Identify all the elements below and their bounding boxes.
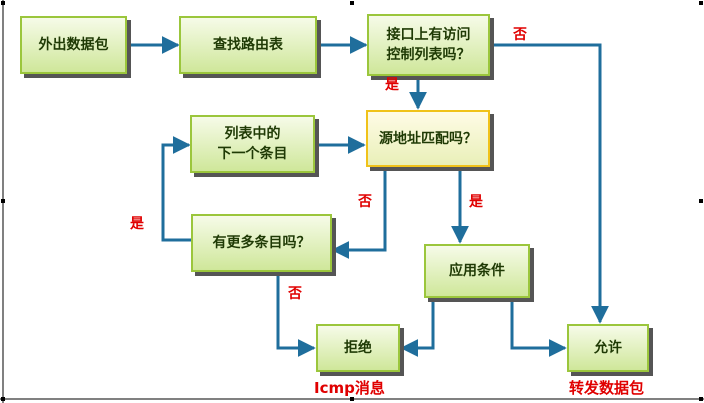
node-acl-check-line2: 控制列表吗？ xyxy=(386,47,471,63)
resize-handle-top-right[interactable] xyxy=(699,1,703,5)
node-lookup-routing-table-label: 查找路由表 xyxy=(213,37,283,53)
node-next-entry-line1: 列表中的 xyxy=(224,126,281,142)
node-apply-condition-label: 应用条件 xyxy=(449,263,505,279)
node-acl-check: 接口上有访问 控制列表吗？ xyxy=(367,14,490,76)
resize-handle-middle-left[interactable] xyxy=(1,199,5,203)
resize-handle-middle-right[interactable] xyxy=(699,199,703,203)
edge-label-acl-yes: 是 xyxy=(385,77,399,93)
edge-label-more-yes: 是 xyxy=(130,216,144,232)
node-next-entry: 列表中的 下一个条目 xyxy=(190,115,315,173)
caption-deny-result: Icmp消息 xyxy=(314,379,385,397)
node-permit-label: 允许 xyxy=(594,340,622,356)
resize-handle-bottom-left[interactable] xyxy=(1,397,5,401)
edge-label-more-no: 否 xyxy=(288,286,302,302)
node-apply-condition: 应用条件 xyxy=(424,244,530,298)
node-outbound-packet-label: 外出数据包 xyxy=(38,37,109,53)
node-acl-check-line1: 接口上有访问 xyxy=(386,27,471,43)
node-next-entry-line2: 下一个条目 xyxy=(217,146,288,162)
arrow-acl-no-to-permit xyxy=(490,43,609,324)
node-lookup-routing-table: 查找路由表 xyxy=(179,16,317,74)
resize-handle-bottom-right[interactable] xyxy=(699,397,703,401)
node-permit: 允许 xyxy=(567,324,649,372)
arrow-more-yes-to-next xyxy=(161,136,192,242)
edge-label-match-yes: 是 xyxy=(469,194,483,210)
arrow-more-no-to-deny xyxy=(276,272,316,357)
caption-permit-result: 转发数据包 xyxy=(569,379,645,397)
resize-handle-bottom-middle[interactable] xyxy=(350,397,354,401)
edge-label-acl-no: 否 xyxy=(513,27,527,43)
node-more-entries-label: 有更多条目吗？ xyxy=(212,235,311,251)
node-source-match: 源地址匹配吗？ xyxy=(366,110,490,167)
node-more-entries: 有更多条目吗？ xyxy=(191,214,332,272)
resize-handle-top-left[interactable] xyxy=(1,1,5,5)
arrow-match-no-to-more xyxy=(331,167,387,259)
edge-label-match-no: 否 xyxy=(358,194,372,210)
node-deny: 拒绝 xyxy=(316,324,400,372)
arrow-apply-to-deny xyxy=(400,298,435,357)
arrow-apply-to-permit xyxy=(510,298,567,357)
resize-handle-top-middle[interactable] xyxy=(350,1,354,5)
node-outbound-packet: 外出数据包 xyxy=(20,16,127,74)
node-source-match-label: 源地址匹配吗？ xyxy=(379,130,477,147)
node-deny-label: 拒绝 xyxy=(344,340,372,356)
